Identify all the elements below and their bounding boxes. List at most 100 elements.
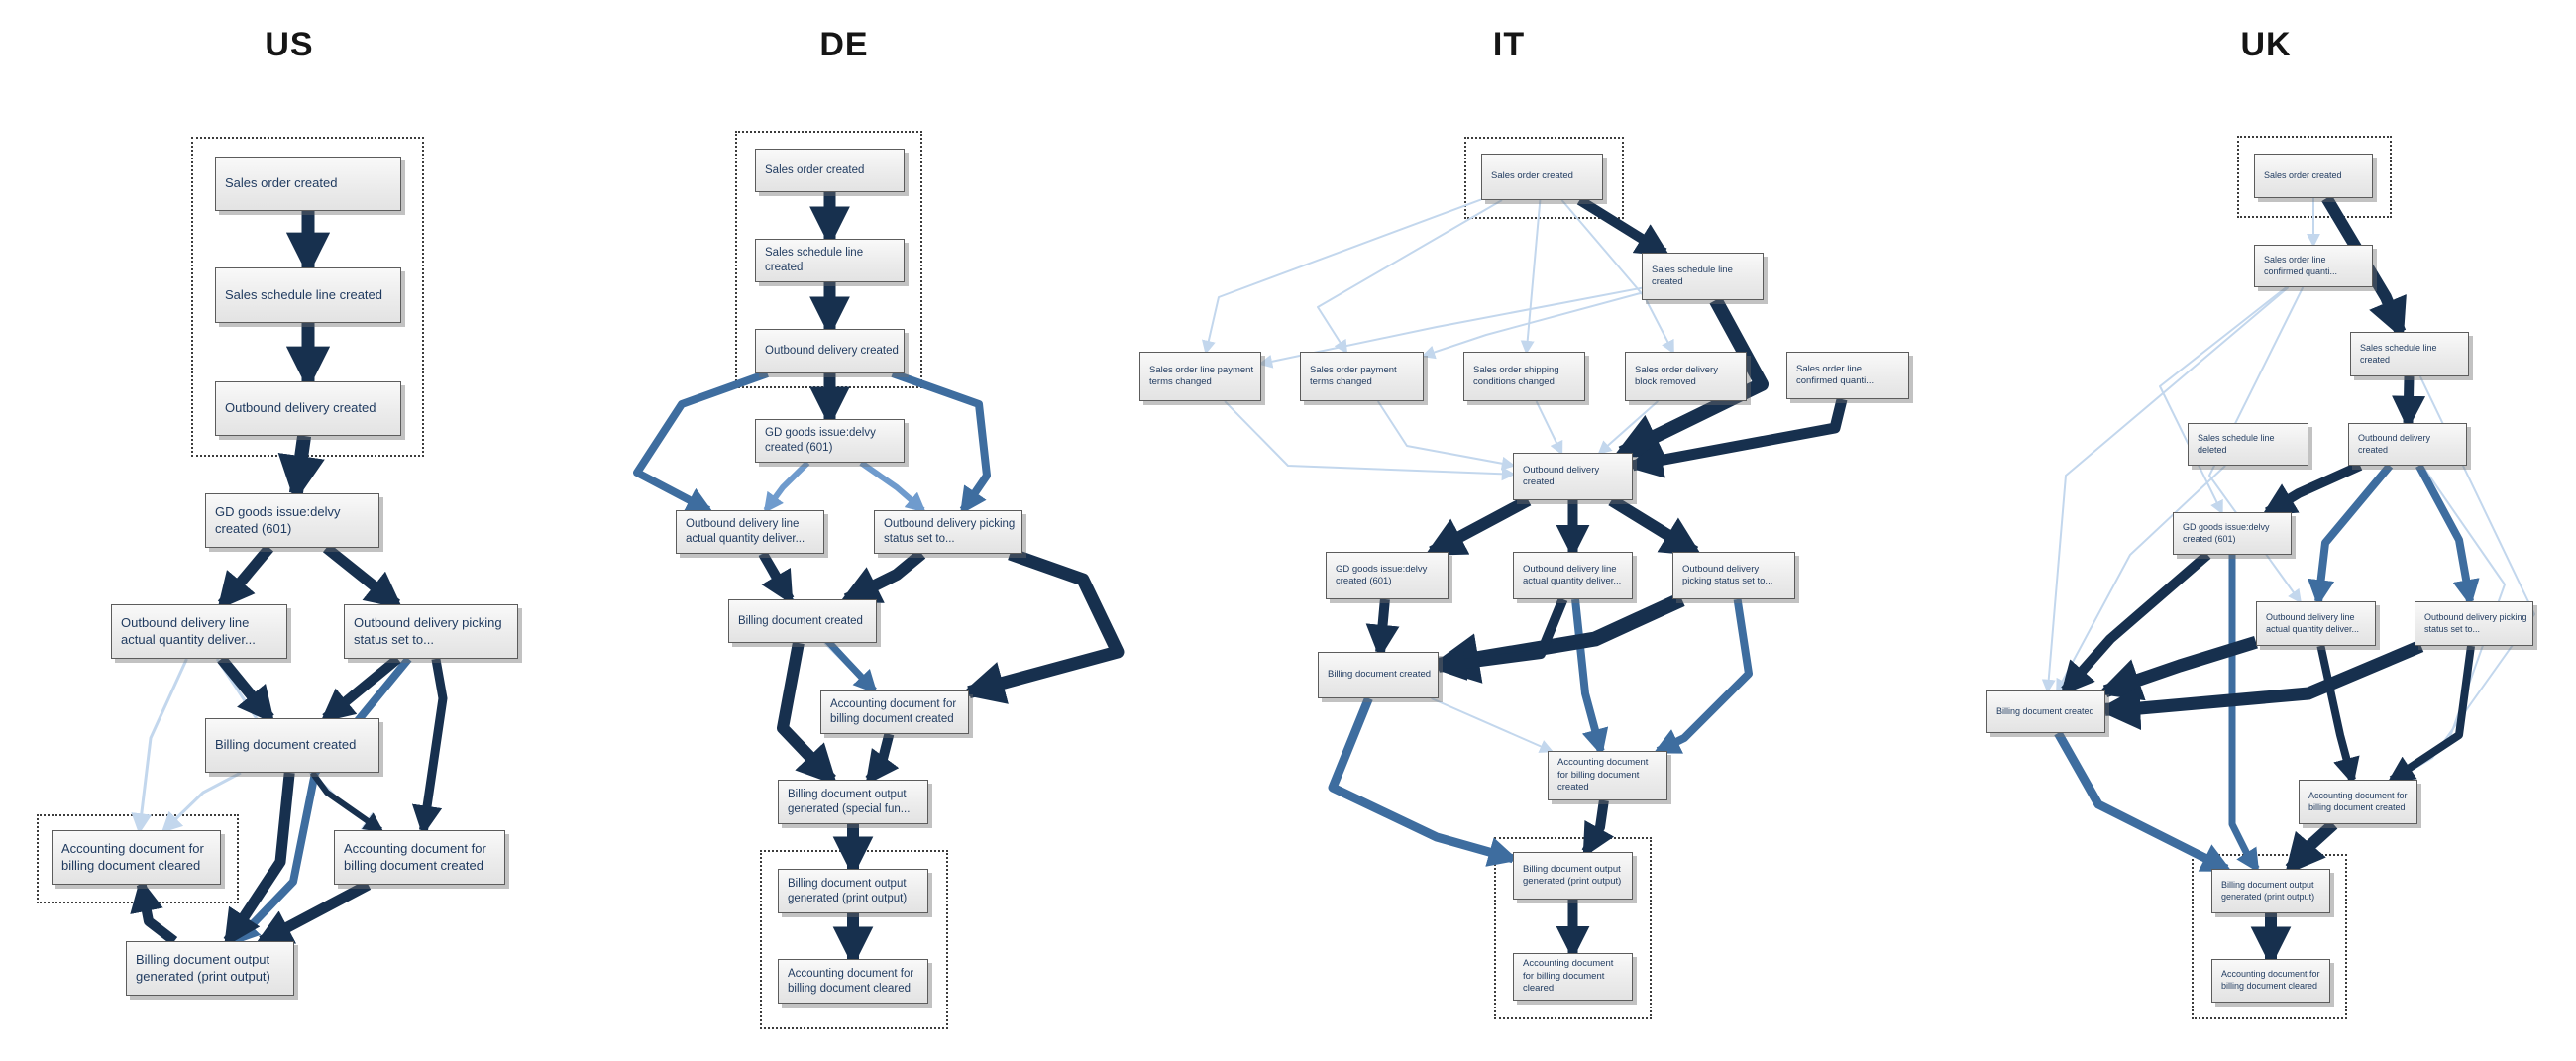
phase-group-outline-it-0 bbox=[1464, 137, 1624, 219]
diagram-title-de: DE bbox=[819, 26, 869, 63]
edge-uk-od-odp bbox=[2415, 464, 2480, 607]
edge-it-slc-od bbox=[1625, 397, 1848, 478]
node-uk-odp: Outbound delivery picking status set to.… bbox=[2415, 601, 2533, 646]
diagram-title-uk: UK bbox=[2240, 26, 2292, 63]
edge-uk-slc-bdc bbox=[2041, 286, 2290, 693]
node-it-gd: GD goods issue:delvy created (601) bbox=[1326, 552, 1449, 599]
node-it-ssc: Sales order shipping conditions changed bbox=[1463, 352, 1585, 401]
edge-uk-odp-acc bbox=[2387, 645, 2475, 784]
node-us-gd: GD goods issue:delvy created (601) bbox=[205, 493, 379, 548]
node-de-acl: Accounting document for billing document… bbox=[778, 959, 928, 1004]
node-de-gd: GD goods issue:delvy created (601) bbox=[755, 419, 905, 463]
edge-uk-gd-bdc bbox=[2060, 551, 2211, 696]
edge-it-so-ssc bbox=[1520, 199, 1542, 355]
node-us-bo: Billing document output generated (print… bbox=[126, 941, 294, 996]
edge-it-so-sop bbox=[1317, 199, 1503, 355]
edge-it-so-ssl bbox=[1576, 195, 1670, 258]
edge-uk-gd-bp bbox=[2228, 555, 2260, 874]
edge-us-acc-bo bbox=[255, 880, 372, 946]
node-us-so: Sales order created bbox=[215, 157, 401, 211]
phase-group-outline-uk-1 bbox=[2192, 854, 2347, 1019]
edge-uk-odl-acc bbox=[2316, 645, 2360, 786]
node-us-acc: Accounting document for billing document… bbox=[334, 830, 505, 885]
edge-it-bdc-acc bbox=[1431, 697, 1555, 753]
edge-de-odp-acc bbox=[960, 547, 1125, 704]
edge-de-acc-bsf bbox=[865, 732, 900, 786]
edge-us-odp-acc bbox=[411, 658, 448, 837]
node-uk-slc: Sales order line confirmed quanti... bbox=[2254, 245, 2373, 287]
node-us-bdc: Billing document created bbox=[205, 718, 379, 773]
node-it-bdc: Billing document created bbox=[1318, 652, 1439, 698]
edge-uk-slc-gd bbox=[2159, 286, 2288, 515]
node-de-odl: Outbound delivery line actual quantity d… bbox=[676, 510, 824, 554]
diagram-title-us: US bbox=[265, 26, 314, 63]
node-it-od: Outbound delivery created bbox=[1513, 453, 1633, 500]
edge-uk-ssd-bdc bbox=[2056, 465, 2226, 693]
node-it-odp: Outbound delivery picking status set to.… bbox=[1672, 552, 1795, 599]
node-us-ssl: Sales schedule line created bbox=[215, 267, 401, 323]
edge-uk-odl-bdc bbox=[2096, 635, 2258, 701]
node-de-ssl: Sales schedule line created bbox=[755, 239, 905, 282]
node-uk-bp: Billing document output generated (print… bbox=[2211, 869, 2330, 913]
node-us-odl: Outbound delivery line actual quantity d… bbox=[111, 604, 287, 659]
node-us-od: Outbound delivery created bbox=[215, 381, 401, 436]
edge-de-bdc-bsf bbox=[777, 641, 838, 786]
edge-it-acc-bp bbox=[1581, 799, 1615, 858]
edge-it-odl-bdc bbox=[1432, 597, 1568, 681]
edge-it-ssl-od bbox=[1613, 296, 1769, 460]
edge-uk-slc-odl bbox=[2208, 286, 2305, 604]
edge-it-od-odp bbox=[1608, 494, 1702, 558]
node-it-slp: Sales order line payment terms changed bbox=[1139, 352, 1261, 401]
edge-uk-bdc-bp bbox=[2054, 730, 2232, 874]
edge-it-odp-acc bbox=[1653, 598, 1753, 755]
edge-de-od-odp bbox=[891, 370, 991, 515]
node-uk-acc: Accounting document for billing document… bbox=[2299, 780, 2417, 824]
edge-it-sop-od bbox=[1376, 400, 1516, 471]
node-uk-acl: Accounting document for billing document… bbox=[2211, 959, 2330, 1003]
edge-it-od-gd bbox=[1424, 494, 1532, 558]
edge-uk-ssl-od bbox=[2392, 375, 2426, 430]
node-us-acl: Accounting document for billing document… bbox=[52, 830, 221, 885]
edge-it-ssc-od bbox=[1535, 400, 1563, 456]
node-uk-gd: GD goods issue:delvy created (601) bbox=[2173, 512, 2292, 555]
edge-uk-od-gd bbox=[2261, 461, 2363, 517]
node-uk-ssd: Sales schedule line deleted bbox=[2188, 423, 2308, 466]
edge-uk-acc-bp bbox=[2284, 819, 2338, 876]
node-it-bp: Billing document output generated (print… bbox=[1513, 852, 1633, 900]
diagram-title-it: IT bbox=[1492, 26, 1526, 63]
node-it-slc: Sales order line confirmed quanti... bbox=[1786, 352, 1909, 399]
edge-it-odl-acc bbox=[1571, 598, 1609, 757]
node-de-acc: Accounting document for billing document… bbox=[820, 690, 969, 734]
edge-uk-odp-bdc bbox=[2096, 640, 2424, 731]
node-uk-odl: Outbound delivery line actual quantity d… bbox=[2256, 601, 2376, 646]
edge-us-gd-odp bbox=[322, 543, 403, 609]
node-de-bdc: Billing document created bbox=[728, 599, 877, 643]
node-uk-od: Outbound delivery created bbox=[2348, 423, 2467, 466]
phase-group-outline-it-1 bbox=[1494, 837, 1652, 1019]
node-it-acc: Accounting document for billing document… bbox=[1548, 751, 1667, 800]
edge-us-bdc-acc bbox=[309, 771, 384, 833]
edge-us-gd-odl bbox=[217, 544, 274, 610]
edge-de-od-odl bbox=[633, 370, 769, 514]
edge-us-bdc-bo bbox=[223, 772, 295, 948]
edge-us-bo-acl bbox=[130, 878, 178, 945]
node-uk-so: Sales order created bbox=[2254, 154, 2373, 198]
node-it-odl: Outbound delivery line actual quantity d… bbox=[1513, 552, 1633, 599]
edge-us-od-gd bbox=[277, 435, 325, 503]
edge-it-slp-od bbox=[1224, 400, 1516, 481]
edge-us-bdc-acl bbox=[161, 771, 242, 833]
edge-it-ssl-sop bbox=[1421, 291, 1643, 360]
node-us-odp: Outbound delivery picking status set to.… bbox=[344, 604, 518, 659]
node-it-so: Sales order created bbox=[1481, 154, 1603, 200]
node-de-bsf: Billing document output generated (speci… bbox=[778, 780, 928, 824]
edge-uk-so-ssl bbox=[2321, 194, 2407, 340]
node-de-so: Sales order created bbox=[755, 149, 905, 192]
edge-it-gd-bdc bbox=[1365, 598, 1400, 659]
edge-it-ssl-slp bbox=[1258, 286, 1643, 369]
node-de-od: Outbound delivery created bbox=[755, 329, 905, 373]
node-uk-ssl: Sales schedule line created bbox=[2350, 332, 2469, 376]
edge-uk-od-odl bbox=[2308, 463, 2394, 607]
node-it-acl: Accounting document for billing document… bbox=[1513, 953, 1633, 1001]
